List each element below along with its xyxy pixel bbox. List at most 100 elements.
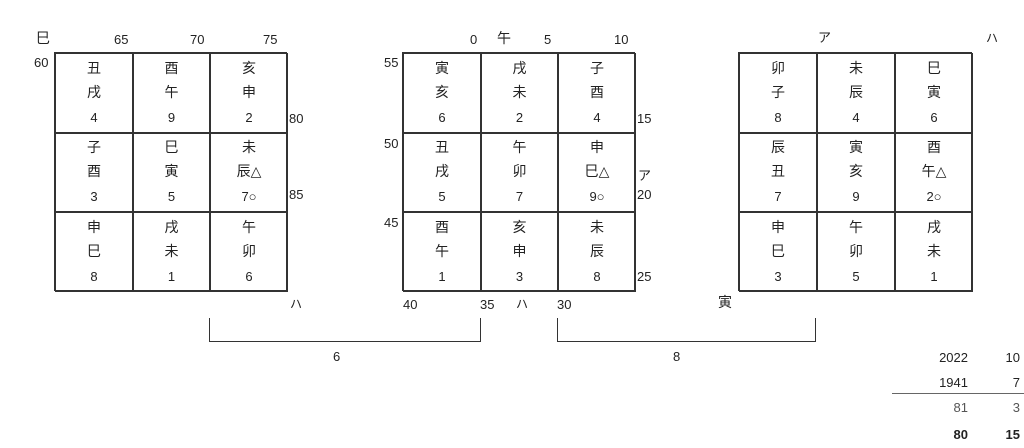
cell-top-char: 寅	[435, 60, 449, 77]
cell-mid-char: 未	[164, 243, 179, 260]
cell-number: 3	[515, 268, 524, 284]
right-bracket-right-tick	[815, 318, 816, 342]
cell-mid-char: 辰	[590, 243, 604, 260]
right-label-tora: 寅	[718, 295, 732, 311]
mid-label-30: 30	[557, 297, 572, 312]
cell-number: 4	[90, 109, 98, 125]
cell-top-char: 卯	[771, 60, 785, 77]
cell-top-char: 申	[771, 219, 785, 236]
cell-mid-char: 寅	[164, 163, 179, 180]
calc-month-2: 7	[1012, 375, 1020, 390]
right-label-ha: ハ	[986, 31, 999, 45]
cell-mid-char: 亥	[849, 163, 863, 180]
right-bracket-bar	[557, 341, 816, 342]
left-label-85: 85	[289, 187, 304, 202]
calc-year-2: 1941	[939, 375, 968, 390]
cell-mid-char: 辰	[849, 84, 863, 101]
cell-mid-char: 卯	[512, 163, 527, 180]
mid-label-10: 10	[614, 32, 629, 47]
cell-mid-char: 丑	[771, 163, 785, 180]
cell-top-char: 辰	[771, 140, 785, 157]
cell-top-char: 午	[242, 219, 256, 236]
calc-divider	[892, 393, 1024, 394]
cell-top-char: 申	[590, 140, 604, 157]
mid-chart-cell: 申巳△9○	[558, 133, 636, 212]
cell-top-char: 寅	[849, 140, 863, 157]
cell-top-char: 酉	[435, 219, 449, 236]
cell-number: 8	[593, 268, 601, 284]
mid-label-a: ア	[638, 169, 652, 184]
cell-number: 7	[774, 188, 782, 204]
cell-mid-char: 寅	[927, 84, 941, 101]
left-chart-cell: 未辰△7○	[210, 133, 288, 212]
left-bracket-bar	[209, 341, 481, 342]
cell-top-char: 子	[87, 140, 101, 157]
left-label-65: 65	[114, 32, 129, 47]
cell-number: 2	[515, 109, 524, 125]
cell-top-char: 酉	[164, 60, 179, 77]
cell-mid-char: 巳△	[584, 163, 610, 180]
left-bracket-value: 6	[333, 349, 341, 364]
left-label-80: 80	[289, 111, 304, 126]
mid-label-40: 40	[403, 297, 418, 312]
cell-mid-char: 申	[242, 84, 256, 101]
calc-month-1: 10	[1005, 350, 1020, 365]
mid-label-55: 55	[384, 55, 399, 70]
cell-top-char: 未	[849, 60, 863, 77]
cell-number: 3	[90, 188, 98, 204]
left-bracket-right-tick	[480, 318, 481, 342]
right-chart-cell: 申巳 3	[739, 212, 817, 292]
cell-number: 1	[167, 268, 176, 284]
cell-number: 9	[852, 188, 860, 204]
mid-label-50: 50	[384, 136, 399, 151]
right-chart-cell: 辰丑 7	[739, 133, 817, 212]
cell-number: 2○	[926, 188, 942, 204]
left-chart-cell: 子酉 3	[55, 133, 133, 212]
cell-mid-char: 酉	[87, 163, 101, 180]
right-chart-cell: 寅亥 9	[817, 133, 895, 212]
left-top-corner-label: 巳	[36, 31, 50, 47]
mid-label-0: 0	[470, 32, 478, 47]
cell-number: 3	[774, 268, 782, 284]
cell-top-char: 午	[512, 140, 527, 157]
cell-mid-char: 子	[771, 84, 785, 101]
cell-number: 5	[438, 188, 446, 204]
cell-top-char: 戌	[512, 60, 527, 77]
cell-mid-char: 酉	[590, 84, 604, 101]
cell-mid-char: 戌	[435, 163, 449, 180]
mid-label-45: 45	[384, 215, 399, 230]
cell-mid-char: 卯	[242, 243, 256, 260]
calc-year-1: 2022	[939, 350, 968, 365]
cell-number: 1	[930, 268, 938, 284]
cell-mid-char: 亥	[435, 84, 449, 101]
cell-number: 5	[852, 268, 860, 284]
mid-label-15: 15	[637, 111, 652, 126]
right-bracket-left-tick	[557, 318, 558, 342]
left-label-75: 75	[263, 32, 278, 47]
right-label-a: ア	[818, 31, 832, 46]
cell-top-char: 申	[87, 219, 101, 236]
mid-label-25: 25	[637, 269, 652, 284]
cell-number: 9	[167, 109, 176, 125]
cell-top-char: 午	[849, 219, 863, 236]
cell-mid-char: 午	[435, 243, 449, 260]
left-label-70: 70	[190, 32, 205, 47]
cell-mid-char: 巳	[771, 243, 785, 260]
mid-label-20: 20	[637, 187, 652, 202]
